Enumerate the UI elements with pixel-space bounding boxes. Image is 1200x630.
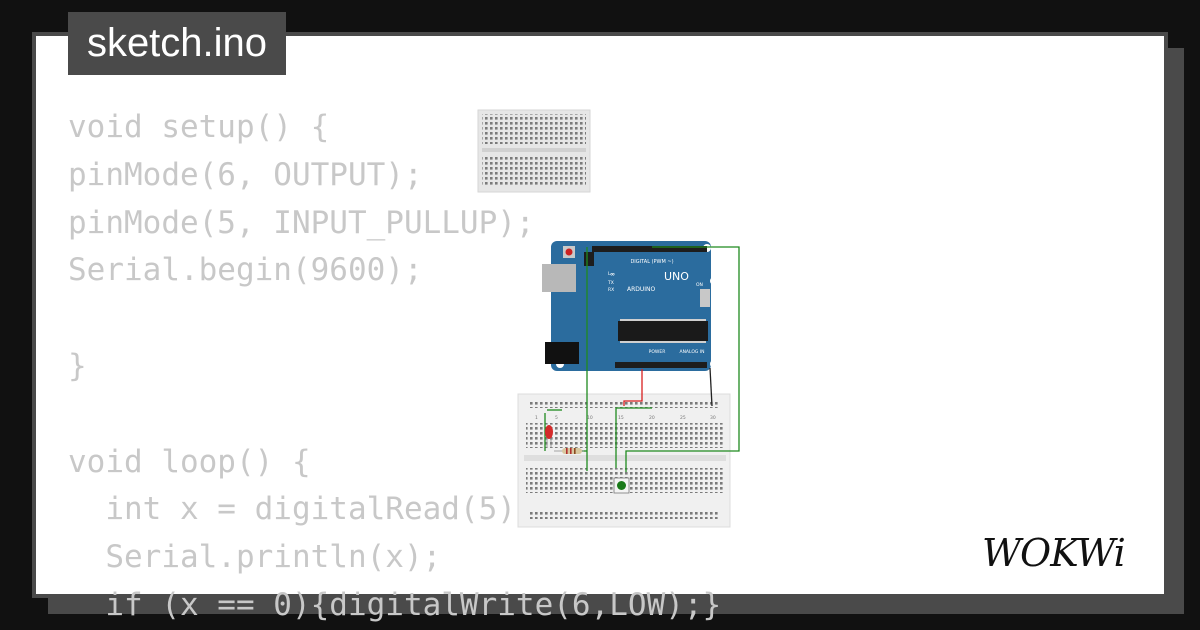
red-led (545, 425, 553, 448)
on-label: ON (696, 282, 703, 288)
code-line: Serial.begin(9600); (68, 252, 423, 289)
usb-port (542, 264, 576, 292)
mini-breadboard (477, 109, 591, 193)
power-header (615, 362, 707, 368)
board-model: UNO (664, 270, 689, 283)
column-label: 10 (587, 415, 593, 421)
microcontroller-chip (618, 321, 708, 341)
green-wire (615, 407, 652, 468)
code-line: } (68, 347, 87, 384)
column-label: 25 (680, 415, 686, 421)
digital-header-label: DIGITAL (PWM ~) (630, 259, 673, 265)
code-line: void setup() { (68, 109, 330, 145)
wires (544, 246, 740, 472)
main-breadboard: 1 5 10 15 20 25 30 (517, 393, 731, 528)
column-label: 5 (555, 415, 558, 421)
power-jack (545, 342, 579, 364)
tx-label: TX (607, 280, 614, 286)
rx-label: RX (608, 287, 614, 293)
code-line: int x = digitalRead(5); (68, 491, 535, 528)
red-wire (623, 369, 643, 406)
logo-infinity-icon: ∞ (610, 271, 615, 278)
column-label: 30 (710, 415, 716, 421)
push-button (613, 477, 630, 494)
code-line: Serial.println(x); (68, 539, 442, 576)
green-wire (625, 246, 740, 472)
column-label: 20 (649, 415, 655, 421)
reset-button (565, 248, 573, 256)
code-line: pinMode(6, OUTPUT); (68, 156, 423, 193)
board-brand: ARDUINO (627, 286, 656, 293)
circuit-diagram: DIGITAL (PWM ~) ∞ UNO ARDUINO ON L TX RX… (477, 109, 740, 528)
file-name-tab: sketch.ino (68, 12, 286, 75)
wokwi-logo-text: WOKWi (982, 531, 1125, 575)
wokwi-logo: WOKWi (982, 531, 1126, 575)
resistor (554, 448, 584, 454)
power-label: POWER (649, 349, 666, 355)
code-line: if (x == 0){digitalWrite(6,LOW);} (68, 586, 722, 623)
preview-card: void setup() { pinMode(6, OUTPUT); pinMode… (32, 32, 1168, 623)
analog-label: ANALOG IN (679, 349, 704, 355)
arduino-uno-board: DIGITAL (PWM ~) ∞ UNO ARDUINO ON L TX RX… (542, 241, 718, 371)
code-preview: void setup() { pinMode(6, OUTPUT); pinMode… (68, 104, 721, 630)
column-label: 1 (535, 415, 538, 421)
black-wire (709, 367, 713, 407)
code-line: pinMode(5, INPUT_PULLUP); (68, 204, 535, 241)
l-label: L (608, 271, 611, 277)
column-label: 15 (618, 415, 624, 421)
code-line: void loop() { (68, 443, 311, 480)
digital-header (592, 246, 707, 252)
